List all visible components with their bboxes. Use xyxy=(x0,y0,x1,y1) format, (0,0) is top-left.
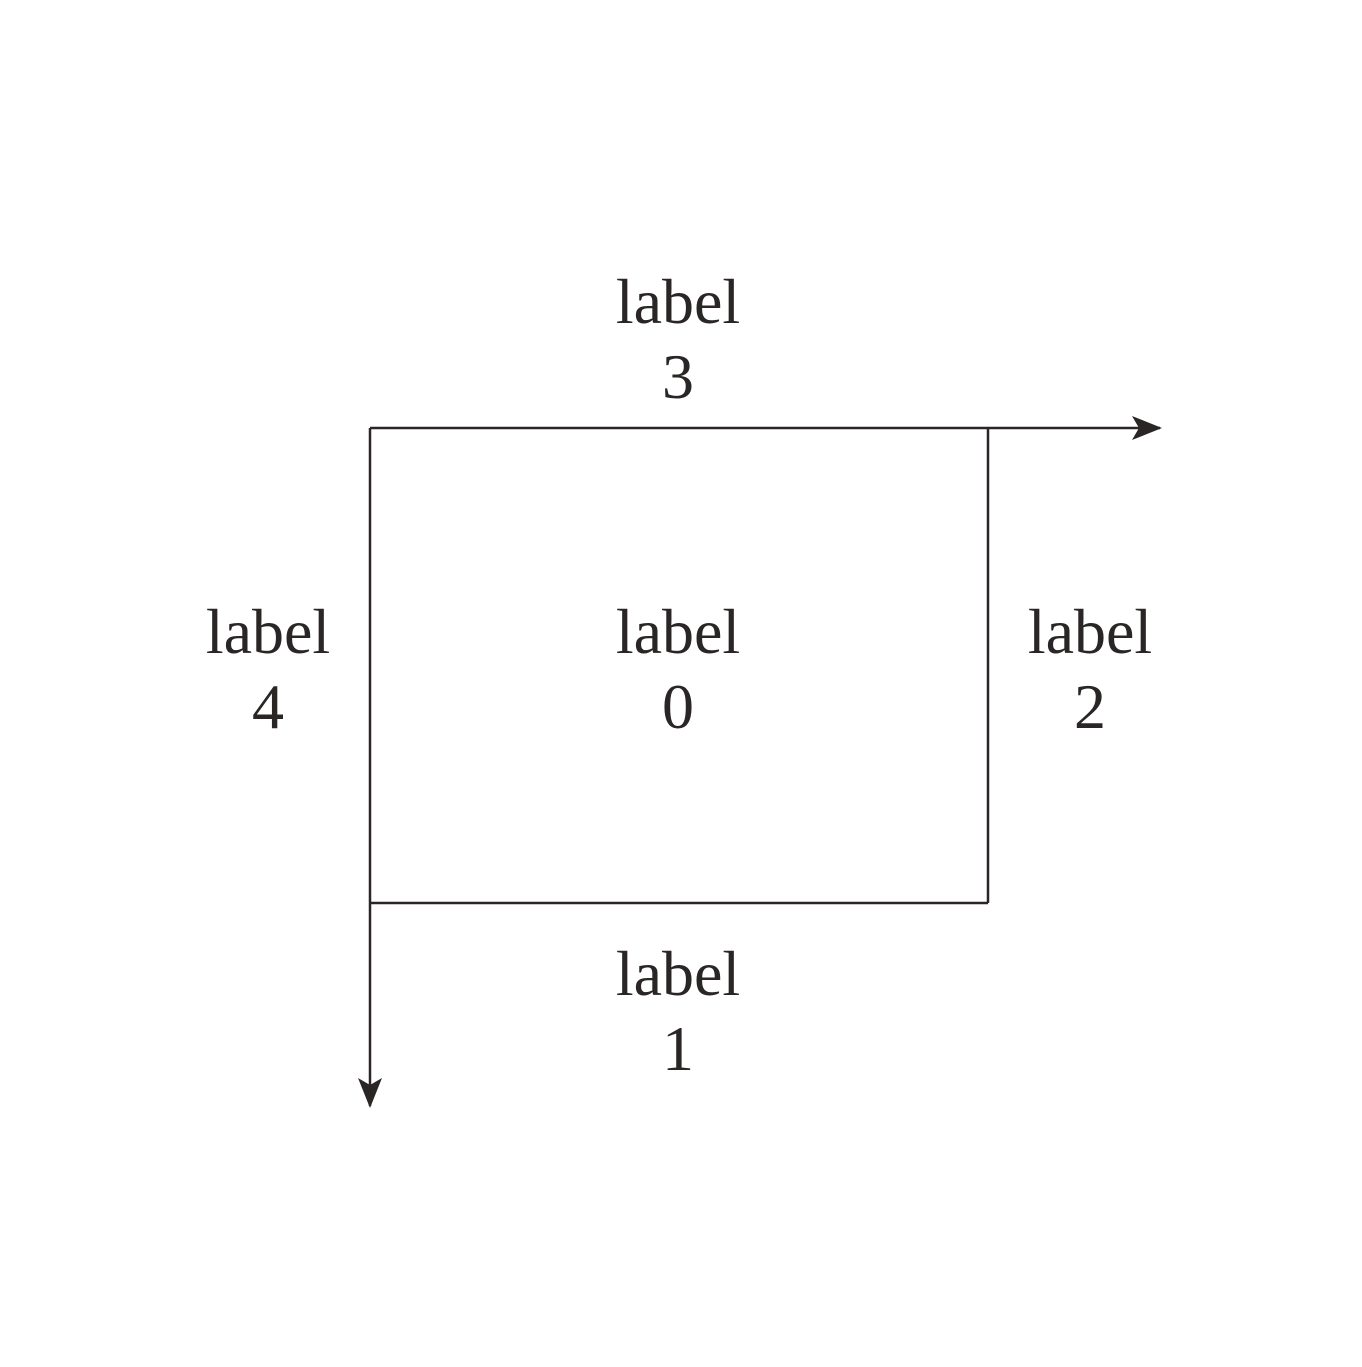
label-2: label 2 xyxy=(980,594,1200,744)
label-4: label 4 xyxy=(158,594,378,744)
label-1-number: 1 xyxy=(662,1013,694,1084)
label-3: label 3 xyxy=(568,264,788,414)
label-0: label 0 xyxy=(568,594,788,744)
label-3-number: 3 xyxy=(662,341,694,412)
label-2-word: label xyxy=(1027,596,1153,667)
label-1-word: label xyxy=(615,938,741,1009)
label-0-number: 0 xyxy=(662,671,694,742)
label-2-number: 2 xyxy=(1074,671,1106,742)
label-4-number: 4 xyxy=(252,671,284,742)
label-4-word: label xyxy=(205,596,331,667)
label-0-word: label xyxy=(615,596,741,667)
label-3-word: label xyxy=(615,266,741,337)
label-1: label 1 xyxy=(568,936,788,1086)
